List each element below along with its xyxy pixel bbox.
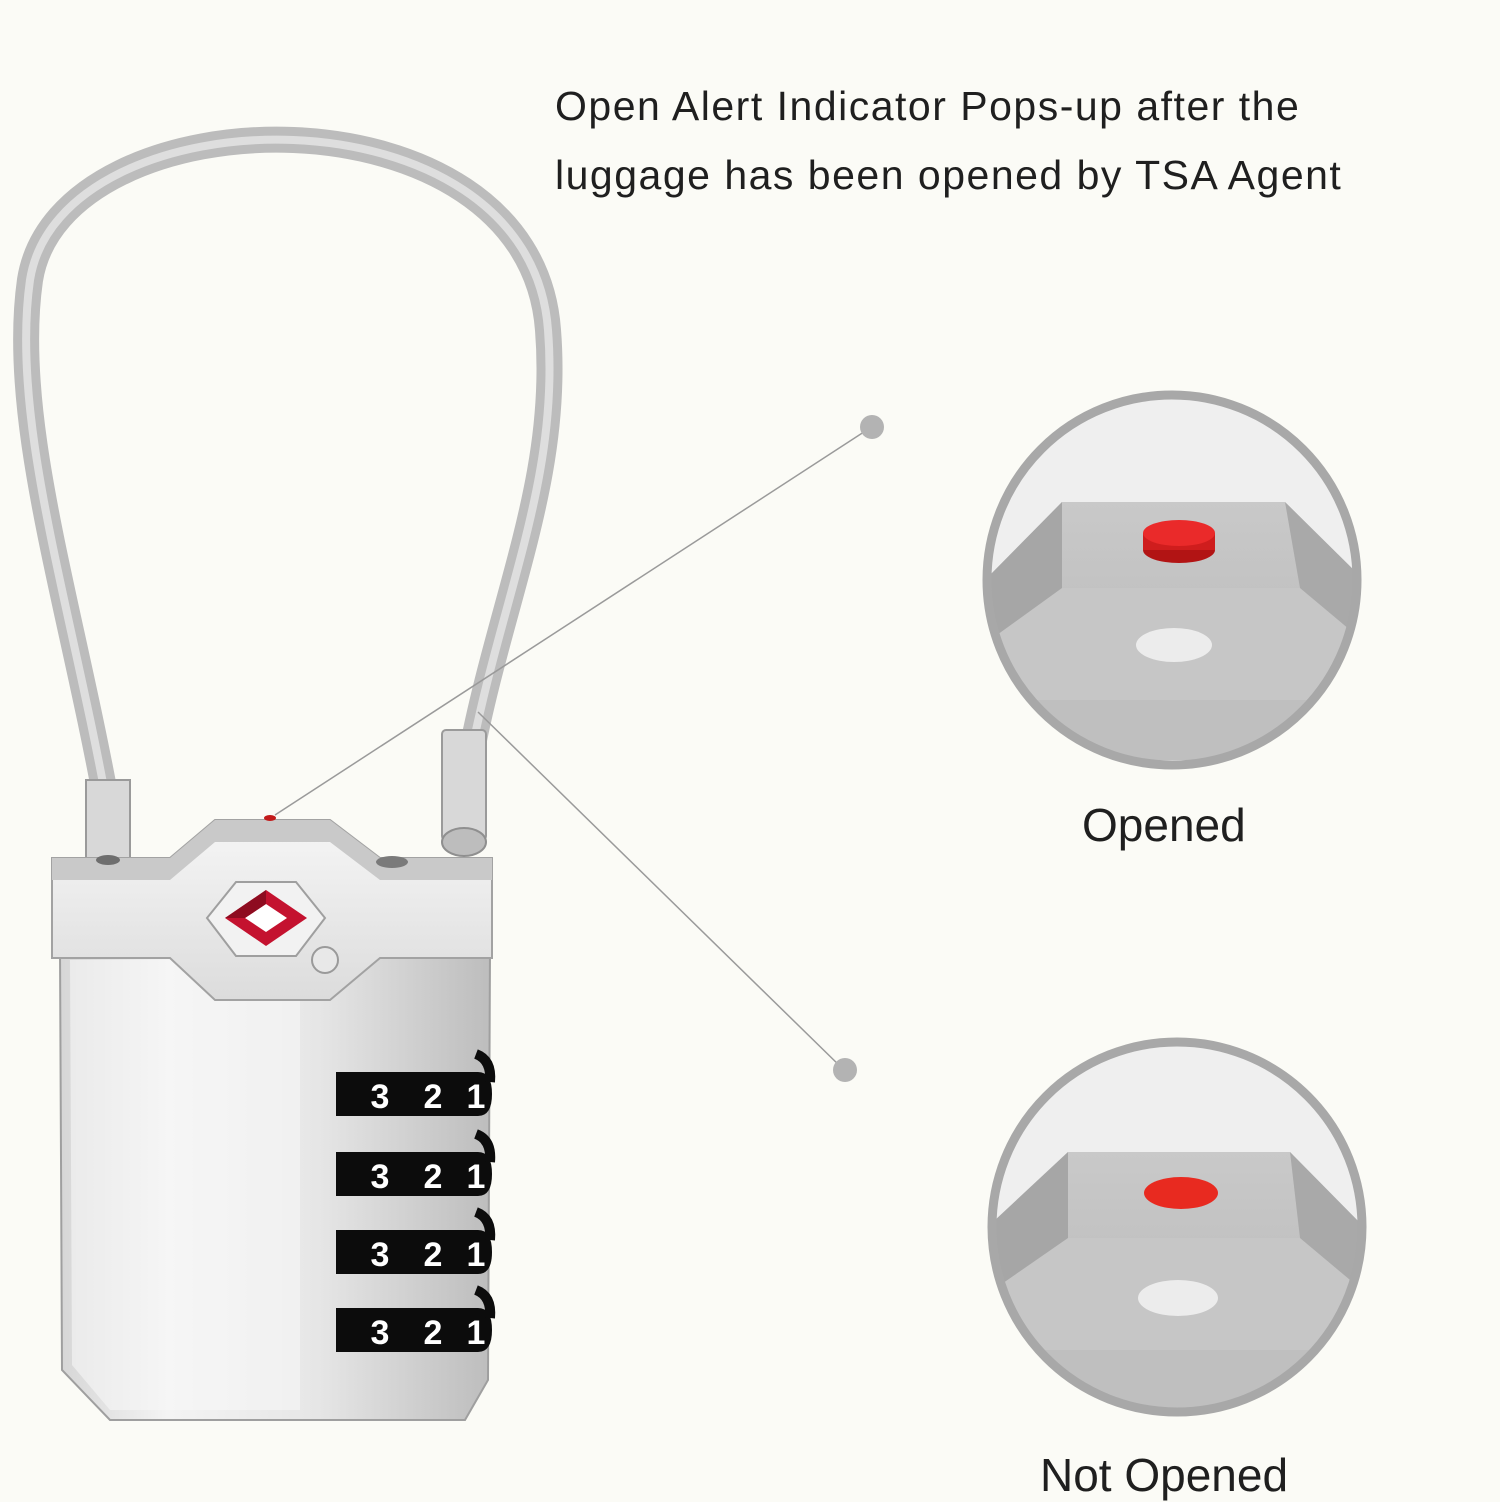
caption-not-opened: Not Opened: [1040, 1449, 1289, 1501]
dial-digit: 2: [424, 1236, 443, 1274]
cable-shackle: [13, 126, 563, 861]
dial-digit: 3: [371, 1078, 390, 1116]
dial-digit: 1: [467, 1078, 486, 1116]
headline-line-2: luggage has been opened by TSA Agent: [555, 152, 1343, 198]
dial-digit: 2: [424, 1314, 443, 1352]
caption-opened: Opened: [1082, 799, 1246, 851]
tsa-logo: [205, 881, 327, 957]
indicator-zoom-not-opened: [987, 1037, 1367, 1417]
headline: Open Alert Indicator Pops-up after the l…: [555, 72, 1475, 210]
dial-digit: 1: [467, 1314, 486, 1352]
dial-digit: 1: [467, 1236, 486, 1274]
dial-digit: 3: [371, 1158, 390, 1196]
headline-line-1: Open Alert Indicator Pops-up after the: [555, 83, 1301, 129]
key-slot: [311, 946, 339, 974]
dial-digit: 3: [371, 1236, 390, 1274]
dial-digit: 1: [467, 1158, 486, 1196]
dial-digit: 3: [371, 1314, 390, 1352]
flush-indicator-button: [1144, 1177, 1218, 1209]
callout-lines: [274, 415, 884, 1082]
dial-digit: 2: [424, 1078, 443, 1116]
indicator-zoom-opened: [982, 390, 1362, 770]
dial-digit: 2: [424, 1158, 443, 1196]
